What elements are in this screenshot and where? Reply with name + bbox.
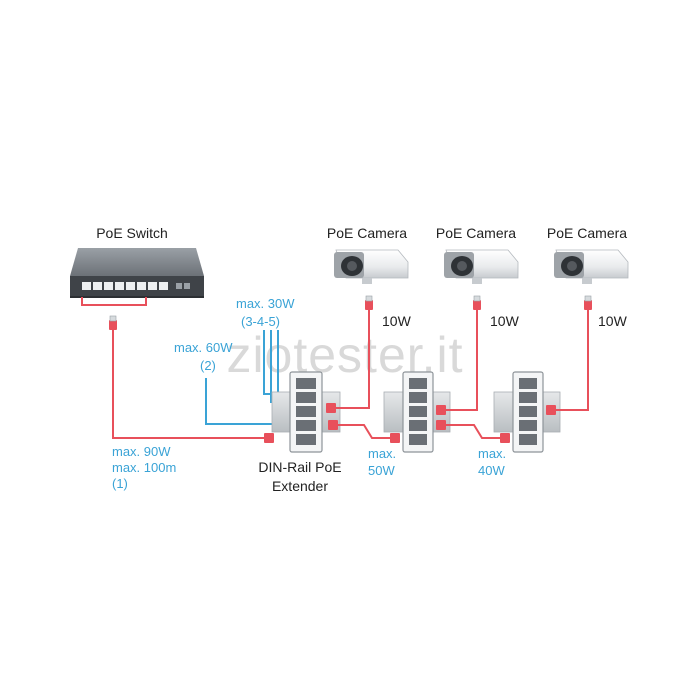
din-rail-extender-3 — [493, 371, 561, 453]
ports345-power-label: max. 30W — [236, 296, 295, 311]
main-power-label: max. 90W — [112, 444, 171, 459]
camera-3-icon — [554, 249, 629, 284]
camera-2-title: PoE Camera — [436, 225, 516, 241]
main-index-label: (1) — [112, 476, 128, 491]
port2-power-label: max. 60W — [174, 340, 233, 355]
camera-1-power-label: 10W — [382, 313, 412, 329]
cascade1-prefix-label: max. — [368, 446, 396, 461]
cascade1-power-label: 50W — [368, 463, 395, 478]
port2-index-label: (2) — [200, 358, 216, 373]
extender-label-line1: DIN-Rail PoE — [258, 459, 341, 475]
ports345-index-label: (3-4-5) — [241, 314, 280, 329]
main-poe-cable — [108, 315, 274, 443]
camera-3-power-label: 10W — [598, 313, 628, 329]
main-distance-label: max. 100m — [112, 460, 176, 475]
camera-1-title: PoE Camera — [327, 225, 407, 241]
poe-switch-icon — [70, 248, 204, 306]
camera-2-icon — [444, 249, 519, 284]
switch-ports — [82, 282, 190, 290]
camera-1-icon — [334, 249, 409, 284]
camera-3-title: PoE Camera — [547, 225, 627, 241]
extender-label-line2: Extender — [272, 478, 328, 494]
cascade2-power-label: 40W — [478, 463, 505, 478]
camera-cables — [326, 295, 593, 415]
cascade-cables — [328, 420, 510, 443]
camera-2-power-label: 10W — [490, 313, 520, 329]
switch-title: PoE Switch — [96, 225, 168, 241]
cascade2-prefix-label: max. — [478, 446, 506, 461]
